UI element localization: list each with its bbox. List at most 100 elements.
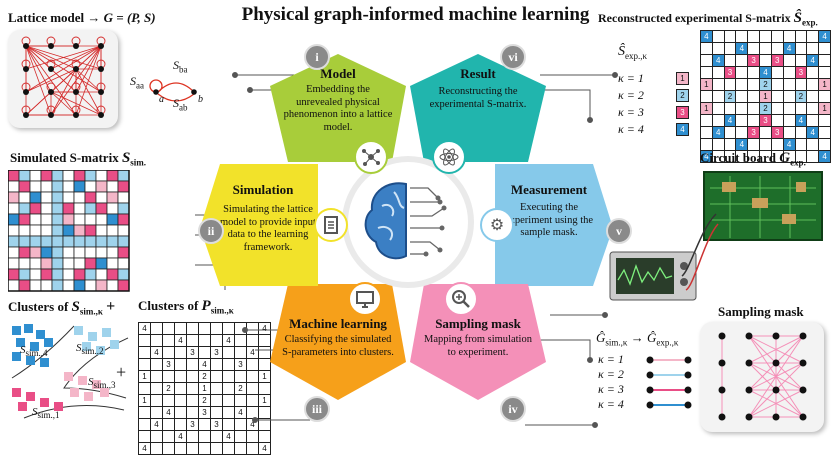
- legend-swatch: 2: [676, 89, 689, 102]
- grid-cell: [806, 90, 820, 103]
- grid-cell: [747, 42, 761, 55]
- grid-cell: [806, 66, 820, 79]
- grid-cell: [723, 126, 737, 139]
- grid-cell: [782, 90, 796, 103]
- grid-cell: 4: [138, 442, 151, 455]
- grid-cell: [735, 90, 749, 103]
- grid-cell: [723, 78, 737, 91]
- grid-cell: [700, 138, 713, 151]
- grid-cell: [723, 102, 737, 115]
- probe-cables: [681, 213, 719, 291]
- magnifier-icon: [444, 282, 478, 316]
- grid-cell: 4: [782, 138, 796, 151]
- mapping-row: κ = 1: [598, 352, 692, 367]
- petal-ml-title: Machine learning: [289, 316, 387, 331]
- s-aa-label: Saa: [130, 74, 144, 91]
- grid-cell: [700, 42, 713, 55]
- grid-cell: [711, 138, 725, 151]
- grid-cell: [818, 138, 831, 151]
- grid-cell: [818, 42, 831, 55]
- grid-cell: [210, 442, 223, 455]
- atom-icon: [432, 140, 466, 174]
- lattice-label-text: Lattice model: [8, 10, 85, 25]
- lattice-model-label: Lattice model → G = (P, S): [8, 10, 156, 25]
- grid-cell: 2: [759, 78, 772, 91]
- grid-cell: [150, 382, 163, 395]
- grid-cell: [162, 334, 175, 347]
- petal-machine-learning: Machine learning Classifying the simulat…: [268, 282, 408, 402]
- grid-cell: [735, 66, 749, 79]
- step-badge-iv: iv: [500, 396, 526, 422]
- grid-cell: 1: [138, 394, 151, 407]
- grid-cell: 2: [723, 90, 737, 103]
- petal-sampling-text: Mapping from simulation to experiment.: [424, 334, 532, 358]
- grid-cell: [782, 102, 796, 115]
- grid-cell: 3: [770, 126, 784, 139]
- grid-cell: [770, 30, 784, 43]
- grid-cell: [222, 442, 235, 455]
- simulated-s-matrix: [8, 170, 130, 292]
- cluster-2-label: Ssim.,2: [76, 342, 104, 357]
- grid-cell: [782, 54, 796, 67]
- grid-cell: [770, 102, 784, 115]
- petal-sampling-title: Sampling mask: [435, 316, 521, 331]
- grid-cell: [747, 102, 761, 115]
- mapping-kappa: κ = 3: [598, 382, 624, 396]
- plus-sign: +: [116, 362, 127, 382]
- grid-cell: [150, 406, 163, 419]
- grid-cell: [711, 102, 725, 115]
- grid-cell: [735, 114, 749, 127]
- grid-cell: 4: [700, 30, 713, 43]
- petal-result: Result Reconstructing the experimental S…: [408, 52, 548, 164]
- clusters-s-label: Clusters of Ssim.,κ +: [8, 298, 116, 317]
- grid-cell: [138, 418, 151, 431]
- grid-cell: [711, 30, 725, 43]
- grid-cell: 3: [162, 358, 175, 371]
- grid-cell: [186, 442, 199, 455]
- s-parameter-diagram: [149, 79, 197, 102]
- grid-cell: [723, 30, 737, 43]
- grid-cell: 4: [258, 442, 271, 455]
- mapping-row: κ = 2: [598, 367, 692, 382]
- reconstructed-label: Reconstructed experimental S-matrix Ŝexp…: [598, 10, 818, 28]
- grid-cell: [794, 126, 808, 139]
- grid-cell: [818, 54, 831, 67]
- grid-cell: [700, 54, 713, 67]
- mapping-edge: [646, 401, 692, 408]
- grid-cell: [770, 66, 784, 79]
- legend-kappa: κ = 2: [618, 88, 644, 102]
- grid-cell: [162, 442, 175, 455]
- grid-cell: [150, 430, 163, 443]
- s-ab-label: Sab: [173, 96, 188, 113]
- sampling-mask-panel: [700, 322, 824, 432]
- grid-cell: 4: [162, 406, 175, 419]
- grid-cell: [794, 54, 808, 67]
- grid-cell: 4: [782, 42, 796, 55]
- grid-cell: [234, 442, 247, 455]
- grid-cell: [794, 30, 808, 43]
- petal-result-text: Reconstructing the experimental S-matrix…: [429, 86, 527, 110]
- node-b-label: b: [198, 94, 203, 105]
- grid-cell: 4: [711, 54, 725, 67]
- grid-cell: [759, 54, 772, 67]
- grid-cell: 4: [818, 150, 831, 163]
- grid-cell: 1: [759, 90, 772, 103]
- legend-item: κ = 2 2: [618, 87, 689, 104]
- grid-cell: 4: [174, 430, 187, 443]
- grid-cell: [794, 138, 808, 151]
- grid-cell: [174, 346, 187, 359]
- petal-ml-text: Classifying the simulated S-parameters i…: [282, 334, 394, 358]
- oscilloscope-icon: [609, 251, 697, 301]
- petal-simulation-title: Simulation: [232, 182, 294, 197]
- grid-cell: [806, 150, 820, 163]
- grid-cell: [174, 382, 187, 395]
- molecule-icon: [354, 140, 388, 174]
- grid-cell: [711, 90, 725, 103]
- petal-result-title: Result: [460, 66, 496, 81]
- lattice-graph: [21, 36, 106, 118]
- lattice-equation: G = (P, S): [103, 10, 156, 25]
